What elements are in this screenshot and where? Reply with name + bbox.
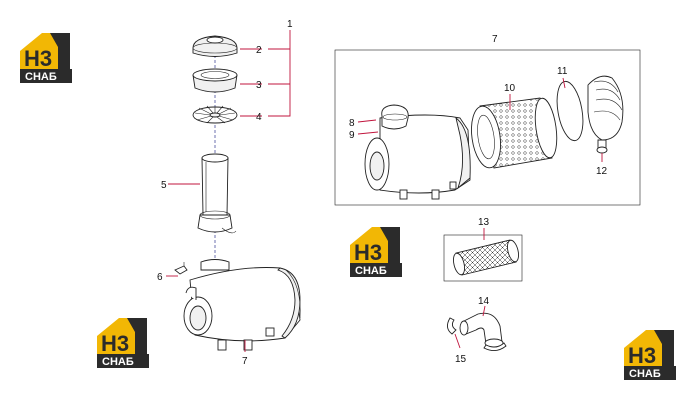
part-12-end-cover: [587, 75, 624, 154]
logo-letters: H3: [354, 240, 382, 265]
logo-letters: H3: [101, 331, 129, 356]
callout-12: 12: [596, 166, 608, 177]
callout-14: 14: [478, 296, 490, 307]
brand-logo-bottom-left: H3 CHAБ: [97, 318, 149, 368]
callout-7-left: 7: [242, 356, 248, 367]
part-6-clip: [174, 262, 188, 275]
leader-lines-hose: [454, 305, 486, 349]
part-3-ring: [192, 68, 238, 93]
part-5-tube: [197, 153, 237, 234]
part-2-cap: [192, 35, 238, 57]
part-7-housing-box: [364, 104, 471, 200]
brand-logo-bottom-right: H3 CHAБ: [624, 330, 676, 380]
part-15-clamps: [447, 317, 507, 351]
callout-7-box: 7: [492, 34, 498, 45]
logo-letters: H3: [628, 343, 656, 368]
assembly-7-frame: [334, 49, 641, 206]
part-4-vane-disk: [192, 105, 238, 124]
logo-word: CHAБ: [102, 356, 134, 368]
leader-lines-box: [357, 77, 603, 162]
part-10-filter-element: [471, 97, 558, 169]
part-7-housing-left: [183, 259, 301, 351]
callout-6: 6: [157, 272, 163, 283]
callout-9: 9: [349, 130, 355, 141]
brand-logo-top-left: H3 CHAБ: [20, 33, 72, 83]
callout-10: 10: [504, 83, 516, 94]
brand-logo-center: H3 CHAБ: [350, 227, 402, 277]
callout-5: 5: [161, 180, 167, 191]
leader-lines-left: [166, 30, 291, 352]
part-11-gasket: [556, 80, 584, 142]
logo-word: CHAБ: [25, 71, 57, 83]
callout-13: 13: [478, 217, 490, 228]
callout-2: 2: [256, 45, 262, 56]
logo-word: CHAБ: [355, 265, 387, 277]
callout-4: 4: [256, 112, 262, 123]
callout-3: 3: [256, 80, 262, 91]
callout-labels: 1 2 3 4 5 6 7 7 8 9 10 11 12 13 14 15: [157, 19, 608, 367]
part-14-elbow-hose: [459, 312, 504, 348]
part-13-cartridge: [453, 239, 519, 276]
callout-1: 1: [287, 19, 293, 30]
callout-11: 11: [557, 66, 568, 77]
callout-15: 15: [455, 354, 467, 365]
callout-8: 8: [349, 118, 355, 129]
part-13-frame: [443, 234, 523, 282]
logo-word: CHAБ: [629, 368, 661, 380]
logo-letters: H3: [24, 46, 52, 71]
